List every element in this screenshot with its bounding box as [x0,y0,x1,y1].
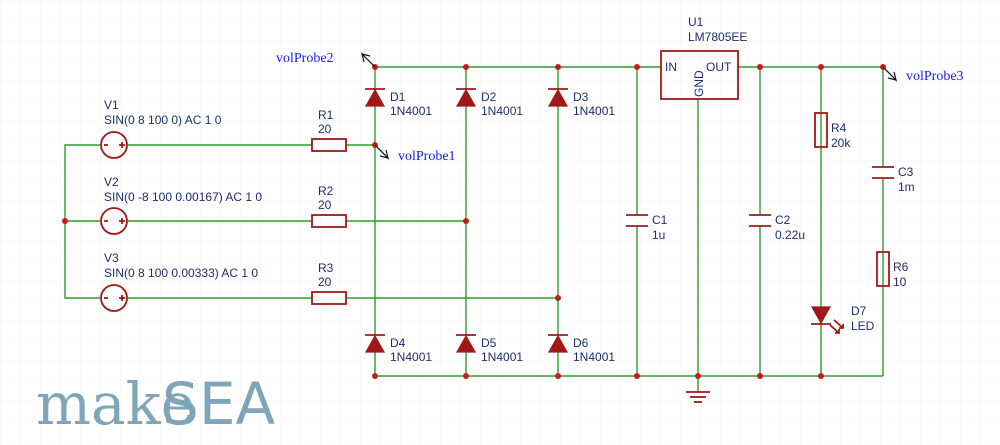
probe-label: volProbe1 [398,149,456,164]
capacitor-name: C2 [775,213,791,227]
capacitor-value: 0.22u [775,228,805,242]
diode-name: D4 [390,336,406,350]
resistor-r1: R1 20 [311,108,347,152]
resistor-r6: R6 10 [876,251,909,289]
makesea-logo: make SEA [36,370,275,438]
diode-value: 1N4001 [481,350,523,364]
pin-out-label: OUT [706,60,732,74]
source-value: SIN(0 8 100 0) AC 1 0 [104,113,222,127]
resistor-r4: R4 20k [814,112,851,150]
probe-2: volProbe2 [276,51,376,68]
source-value: SIN(0 8 100 0.00333) AC 1 0 [104,266,258,280]
diode-value: 1N4001 [390,104,432,118]
probe-label: volProbe3 [906,69,964,84]
diode-d1: D1 1N4001 [364,88,432,118]
resistor-value: 10 [893,275,907,289]
source-v1: V1 SIN(0 8 100 0) AC 1 0 [100,98,222,159]
resistor-name: R2 [318,184,334,198]
probe-label: volProbe2 [276,51,334,66]
logo-text-make: make [36,370,195,438]
resistor-value: 20k [831,136,851,150]
diode-value: 1N4001 [573,104,615,118]
diode-name: D2 [481,90,497,104]
source-name: V2 [104,175,119,189]
resistor-name: R3 [318,261,334,275]
resistor-r3: R3 20 [311,261,347,305]
diode-d2: D2 1N4001 [455,88,523,118]
resistor-name: R4 [831,121,847,135]
diode-name: D1 [390,90,406,104]
regulator-u1: U1 LM7805EE IN OUT GND [660,15,747,100]
source-name: V3 [104,251,119,265]
probe-1: volProbe1 [374,144,456,164]
wires [64,66,884,392]
diode-name: D5 [481,336,497,350]
diode-name: D3 [573,90,589,104]
regulator-name: U1 [688,15,704,29]
resistor-name: R6 [893,260,909,274]
diode-name: D7 [851,304,867,318]
logo-text-sea: SEA [162,370,275,438]
source-v2: V2 SIN(0 -8 100 0.00167) AC 1 0 [100,175,262,235]
led-d7: D7 LED [810,304,875,334]
diode-value: 1N4001 [390,350,432,364]
diode-d6: D6 1N4001 [547,334,615,364]
ground-icon [686,391,710,403]
capacitor-c2: C2 0.22u [749,213,805,242]
resistor-value: 20 [318,122,332,136]
source-v3: V3 SIN(0 8 100 0.00333) AC 1 0 [100,251,258,312]
source-value: SIN(0 -8 100 0.00167) AC 1 0 [104,190,262,204]
resistor-value: 20 [318,275,332,289]
diode-name: D6 [573,336,589,350]
diode-d3: D3 1N4001 [547,88,615,118]
resistor-name: R1 [318,108,334,122]
regulator-part: LM7805EE [688,30,747,44]
pin-in-label: IN [665,60,677,74]
diode-d5: D5 1N4001 [455,334,523,364]
resistor-value: 20 [318,198,332,212]
source-name: V1 [104,98,119,112]
capacitor-value: 1m [898,180,915,194]
diode-value: 1N4001 [573,350,615,364]
capacitor-c1: C1 1u [626,213,668,242]
pin-gnd-label: GND [692,70,706,97]
capacitor-name: C3 [898,165,914,179]
junction-dots [62,64,886,379]
diode-d4: D4 1N4001 [364,334,432,364]
resistor-r2: R2 20 [311,184,347,228]
capacitor-value: 1u [652,228,665,242]
diode-value: LED [851,319,875,333]
capacitor-c3: C3 1m [872,165,915,194]
diode-value: 1N4001 [481,104,523,118]
probe-3: volProbe3 [882,66,964,84]
capacitor-name: C1 [652,213,668,227]
